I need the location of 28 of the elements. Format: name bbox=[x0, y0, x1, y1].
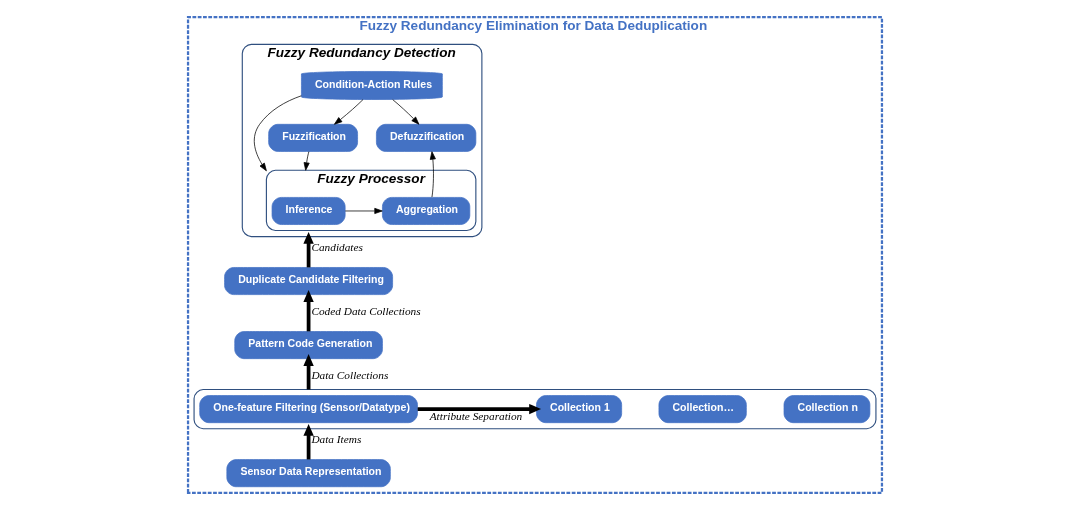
node-box: Duplicate Candidate Filtering bbox=[224, 267, 393, 295]
node-box: Collection 1 bbox=[536, 395, 623, 424]
arrow bbox=[253, 95, 302, 172]
node-box: Aggregation bbox=[382, 197, 471, 225]
arrow bbox=[303, 354, 314, 390]
arrow bbox=[303, 151, 310, 171]
arrow bbox=[334, 99, 364, 125]
arrow bbox=[429, 151, 436, 198]
edge-label: Coded Data Collections bbox=[311, 304, 421, 317]
arrow bbox=[392, 99, 420, 125]
node-box: Collection n bbox=[783, 395, 871, 424]
edge-label: Data Items bbox=[311, 433, 362, 446]
node-box: Inference bbox=[271, 197, 346, 225]
node-box: Defuzzification bbox=[376, 123, 477, 152]
arrow bbox=[303, 231, 314, 268]
arrow bbox=[344, 207, 383, 214]
node-box: Fuzzification bbox=[268, 123, 358, 152]
edge-label: Attribute Separation bbox=[429, 409, 523, 422]
cluster bbox=[193, 388, 877, 430]
edge-label: Candidates bbox=[311, 240, 363, 253]
node-box: Collection… bbox=[658, 395, 747, 424]
arrow bbox=[417, 403, 542, 415]
arrow bbox=[303, 290, 314, 332]
edge-label: Data Collections bbox=[311, 368, 389, 381]
node-box: Sensor Data Representation bbox=[226, 459, 391, 488]
node-box: One-feature Filtering (Sensor/Datatype) bbox=[199, 395, 418, 424]
arrow bbox=[303, 424, 314, 460]
node-box: Pattern Code Generation bbox=[234, 331, 383, 359]
